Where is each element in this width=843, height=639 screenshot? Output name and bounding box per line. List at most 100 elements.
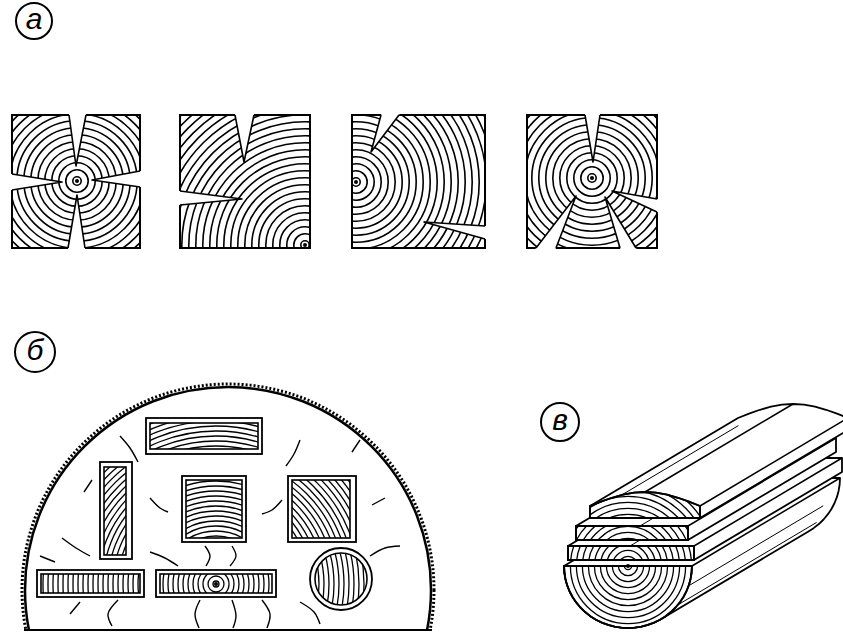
- crack-line: [300, 602, 320, 624]
- growth-ring: [180, 115, 310, 248]
- growth-ring: [527, 115, 657, 245]
- growth-ring: [546, 484, 709, 639]
- growth-ring: [160, 574, 272, 593]
- growth-ring: [186, 480, 242, 538]
- growth-ring: [41, 574, 140, 593]
- end-face-outline: [590, 492, 700, 518]
- growth-ring: [118, 486, 314, 639]
- growth-ring: [186, 480, 242, 538]
- growth-ring: [12, 115, 140, 248]
- crack-line: [150, 552, 178, 566]
- piece-shrunk-outline: [186, 480, 242, 538]
- growth-ring: [160, 574, 272, 593]
- growth-ring: [160, 574, 272, 593]
- growth-ring: [292, 480, 350, 538]
- growth-ring: [528, 466, 727, 639]
- growth-ring: [450, 388, 805, 639]
- growth-ring: [0, 326, 474, 639]
- growth-ring: [600, 538, 655, 593]
- pith: [354, 180, 358, 184]
- growth-ring: [133, 501, 299, 639]
- crack-edge: [235, 115, 254, 162]
- cracked-square: [212, 38, 500, 326]
- growth-ring: [41, 574, 140, 593]
- crack-line: [62, 538, 90, 556]
- circled-letter: в: [540, 402, 580, 442]
- pith: [303, 243, 307, 247]
- growth-ring: [516, 454, 739, 639]
- growth-ring: [352, 115, 430, 248]
- growth-ring: [160, 574, 272, 593]
- growth-ring: [180, 115, 310, 248]
- growth-ring: [438, 376, 817, 639]
- growth-ring: [188, 574, 244, 593]
- growth-ring: [352, 136, 402, 228]
- growth-ring: [12, 115, 140, 248]
- growth-ring: [153, 521, 279, 639]
- growth-ring: [160, 574, 272, 593]
- growth-ring: [594, 532, 661, 599]
- sawn-piece: [0, 326, 474, 639]
- growth-ring: [41, 574, 140, 593]
- growth-ring: [180, 115, 310, 248]
- edge-line: [645, 404, 793, 492]
- growth-ring: [292, 480, 350, 538]
- growth-ring: [582, 520, 673, 611]
- piece-shrunk-outline: [104, 467, 126, 555]
- growth-ring: [104, 467, 126, 555]
- growth-ring: [68, 436, 364, 639]
- growth-ring: [504, 442, 751, 639]
- growth-ring: [150, 423, 258, 449]
- growth-ring: [486, 424, 769, 639]
- growth-ring: [259, 199, 310, 248]
- growth-ring: [0, 341, 459, 639]
- growth-ring: [462, 400, 793, 639]
- growth-ring: [160, 574, 272, 593]
- growth-ring: [588, 526, 667, 605]
- growth-ring: [582, 520, 673, 611]
- growth-ring: [59, 163, 95, 199]
- growth-ring: [160, 574, 272, 593]
- growth-ring: [456, 394, 799, 639]
- growth-ring: [160, 574, 272, 593]
- growth-ring: [160, 574, 272, 593]
- growth-ring: [588, 174, 596, 182]
- growth-ring: [150, 423, 258, 449]
- growth-ring: [527, 115, 657, 248]
- end-face-outline: [568, 546, 694, 560]
- growth-ring: [527, 115, 657, 248]
- growth-ring: [186, 506, 242, 538]
- growth-ring: [352, 150, 388, 214]
- growth-rings: [0, 326, 474, 639]
- growth-ring: [198, 566, 234, 602]
- growth-ring: [292, 480, 350, 538]
- growth-ring: [73, 177, 81, 185]
- growth-ring: [41, 574, 140, 593]
- growth-ring: [128, 574, 140, 593]
- growth-ring: [522, 460, 733, 639]
- growth-ring: [245, 185, 310, 248]
- growth-ring: [498, 436, 757, 639]
- growth-ring: [53, 421, 379, 639]
- growth-ring: [292, 480, 350, 538]
- growth-ring: [540, 478, 715, 639]
- growth-ring: [552, 490, 703, 639]
- growth-rings: [160, 574, 272, 593]
- growth-ring: [160, 574, 272, 593]
- growth-ring: [292, 480, 350, 538]
- pith: [626, 564, 630, 568]
- growth-ring: [104, 467, 126, 555]
- end-face: [568, 546, 694, 560]
- crack-line: [370, 546, 400, 556]
- growth-ring: [104, 467, 126, 555]
- growth-ring: [178, 546, 254, 622]
- piece-cut-outline: [156, 570, 276, 597]
- crack-gap: [585, 111, 600, 162]
- growth-ring: [98, 466, 334, 639]
- growth-ring: [104, 467, 126, 555]
- growth-ring: [8, 376, 424, 639]
- crack-edge: [424, 222, 485, 239]
- growth-ring: [150, 423, 258, 449]
- growth-ring: [203, 574, 229, 593]
- growth-ring: [104, 467, 126, 555]
